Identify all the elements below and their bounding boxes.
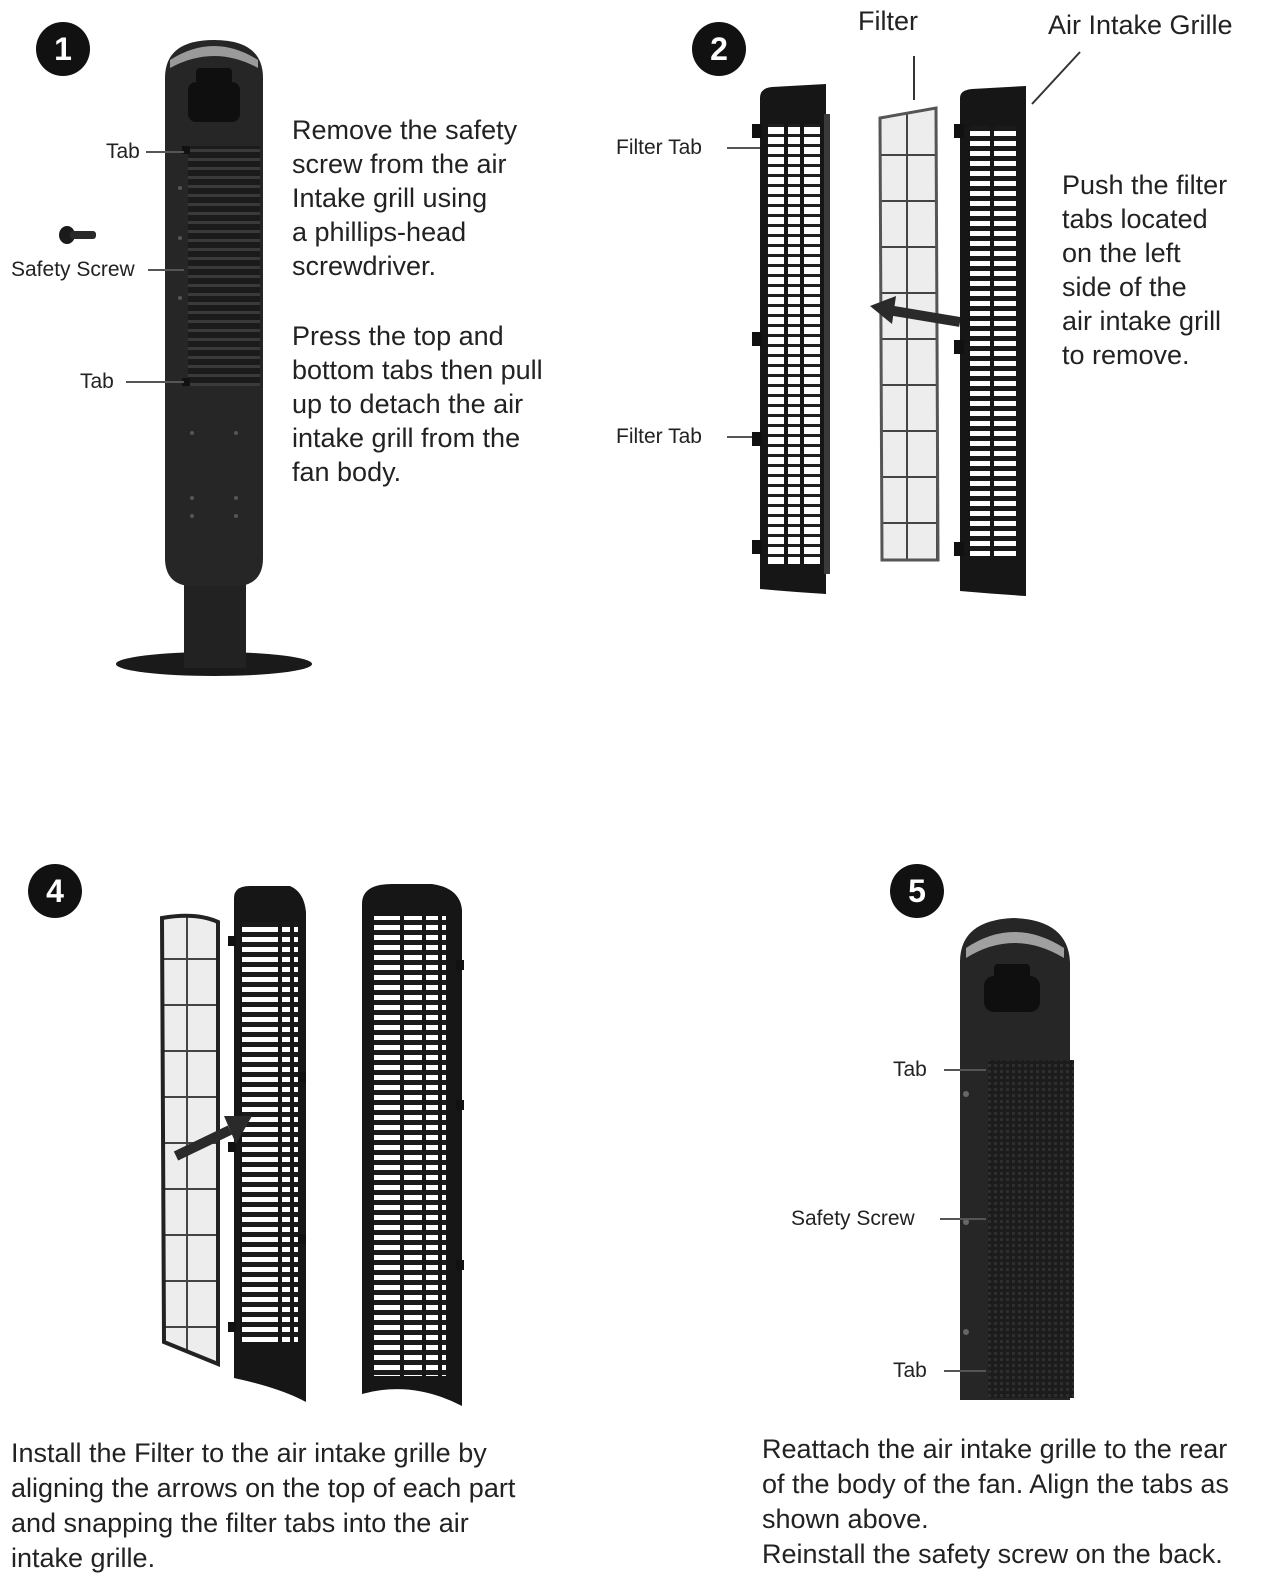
step2-filter-tab-top-label: Filter Tab [616, 136, 702, 159]
step5-safety-screw-leader [940, 1218, 986, 1220]
tower-fan-back-illustration [116, 40, 312, 676]
step4-install-arrow-icon [173, 1116, 252, 1161]
step2-filter-label: Filter [858, 6, 918, 36]
step1-instructions-b: Press the top and bottom tabs then pull … [292, 321, 543, 487]
step4-instructions: Install the Filter to the air intake gri… [11, 1438, 516, 1573]
step2-remove-arrow-icon [870, 296, 961, 327]
step2-filter-tab-bottom-leader [727, 436, 761, 438]
step2-instructions: Push the filter tabs located on the left… [1062, 170, 1228, 370]
step1-tab-top-label: Tab [106, 140, 140, 163]
step1-safety-screw-label: Safety Screw [11, 258, 135, 281]
step1-instructions-a: Remove the safety screw from the air Int… [292, 115, 518, 281]
step1-safety-screw-leader [148, 269, 184, 271]
step2-filter-leader [913, 56, 915, 100]
step2-grille-leader [1031, 51, 1081, 105]
step2-filter-tab-bottom-label: Filter Tab [616, 425, 702, 448]
step5-tab-bottom-label: Tab [893, 1359, 927, 1382]
step2-left-grille-illustration [752, 84, 830, 594]
step5-tab-top-label: Tab [893, 1058, 927, 1081]
safety-screw-illustration [59, 226, 96, 244]
step2-filter-illustration [878, 106, 940, 562]
step4-middle-grille-illustration [228, 886, 306, 1402]
step5-safety-screw-label: Safety Screw [791, 1207, 915, 1230]
step5-instructions: Reattach the air intake grille to the re… [762, 1434, 1229, 1569]
step5-tab-bottom-leader [944, 1370, 986, 1372]
step-4-badge: 4 [28, 864, 82, 918]
step5-tab-top-leader [944, 1069, 986, 1071]
step1-tab-bottom-label: Tab [80, 370, 114, 393]
step-1-badge: 1 [36, 22, 90, 76]
step-2-badge: 2 [692, 22, 746, 76]
step4-filter-illustration [159, 913, 220, 1367]
step2-air-intake-grille-label: Air Intake Grille [1048, 10, 1233, 40]
step2-filter-tab-top-leader [727, 147, 761, 149]
step4-right-grille-illustration [362, 884, 464, 1406]
step1-tab-bottom-leader [126, 381, 184, 383]
step5-fan-back-illustration [960, 918, 1074, 1400]
step-5-badge: 5 [890, 864, 944, 918]
step1-tab-top-leader [146, 151, 184, 153]
step2-right-grille-illustration [954, 86, 1026, 596]
